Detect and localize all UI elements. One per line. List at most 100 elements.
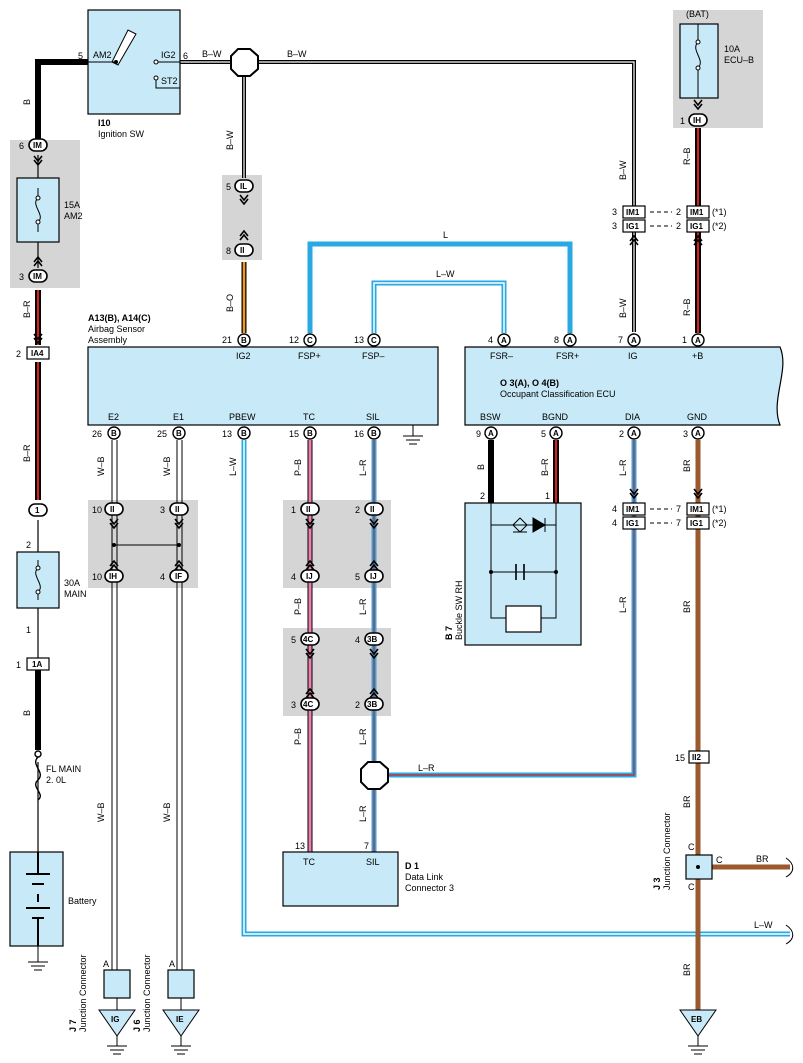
connectors-ii-ih-if: II 10 II 3 IH 10 IF 4 <box>92 502 189 583</box>
svg-text:J 7: J 7 <box>68 1019 78 1032</box>
connector-1a <box>26 657 50 671</box>
svg-text:B: B <box>111 429 117 438</box>
svg-text:MAIN: MAIN <box>64 589 87 599</box>
svg-text:A: A <box>695 336 701 345</box>
svg-text:L–R: L–R <box>358 728 368 745</box>
svg-text:BR: BR <box>756 854 769 864</box>
svg-text:W–B: W–B <box>96 456 106 476</box>
svg-text:A: A <box>631 429 637 438</box>
svg-text:B: B <box>22 99 32 105</box>
svg-text:IG2: IG2 <box>236 351 251 361</box>
svg-text:IA4: IA4 <box>31 349 44 358</box>
svg-text:2: 2 <box>676 221 681 231</box>
connector-ia4 <box>26 346 50 360</box>
svg-text:1: 1 <box>682 335 687 345</box>
svg-text:BGND: BGND <box>542 412 569 422</box>
svg-text:Connector 3: Connector 3 <box>405 883 454 893</box>
svg-text:L–R: L–R <box>618 596 628 613</box>
svg-text:IL: IL <box>240 182 247 191</box>
svg-text:7: 7 <box>676 518 681 528</box>
connectors-4c-3b: 4C 5 3B 4 4C 3 3B 2 <box>291 632 384 711</box>
svg-text:B–W: B–W <box>618 160 628 180</box>
ig-id: I10 <box>98 118 111 128</box>
ecu-top-pins: A 4 FSR– A 8 FSR+ A 7 IG A 1 +B <box>488 333 705 361</box>
wire-bsw <box>488 440 559 503</box>
svg-text:BR: BR <box>682 600 692 613</box>
svg-text:SIL: SIL <box>366 857 380 867</box>
svg-text:FSP–: FSP– <box>362 351 385 361</box>
data-link-connector: 13 7 TC SIL D 1 Data Link Connector 3 <box>282 841 454 907</box>
svg-text:2: 2 <box>619 429 624 439</box>
svg-text:13: 13 <box>354 335 364 345</box>
buckle-switch: 2 1 B 7 Buckle SW RH <box>444 491 582 646</box>
svg-text:B–R: B–R <box>540 458 550 476</box>
svg-text:II: II <box>306 505 310 514</box>
pin-6: 6 <box>19 141 24 151</box>
svg-text:26: 26 <box>92 429 102 439</box>
svg-text:B–W: B–W <box>287 49 307 59</box>
svg-text:C: C <box>307 336 313 345</box>
svg-text:IM: IM <box>33 272 42 281</box>
svg-text:Buckle SW RH: Buckle SW RH <box>454 580 464 640</box>
svg-text:C: C <box>688 882 695 892</box>
svg-text:B: B <box>22 710 32 716</box>
svg-text:GND: GND <box>687 412 708 422</box>
svg-text:ECU–B: ECU–B <box>724 55 754 65</box>
connector-ii2 <box>688 750 710 764</box>
svg-text:13: 13 <box>295 841 305 851</box>
wire-br <box>695 440 790 1010</box>
svg-text:BR: BR <box>682 963 692 976</box>
ig-name: Ignition SW <box>98 129 145 139</box>
svg-text:A: A <box>695 429 701 438</box>
svg-text:10A: 10A <box>724 44 740 54</box>
svg-text:(*2): (*2) <box>712 221 727 231</box>
svg-text:SIL: SIL <box>366 412 380 422</box>
svg-text:2. 0L: 2. 0L <box>46 775 66 785</box>
svg-text:2: 2 <box>26 540 31 550</box>
svg-text:II: II <box>240 246 244 255</box>
svg-text:IG1: IG1 <box>626 519 639 528</box>
svg-text:II: II <box>110 505 114 514</box>
svg-text:5: 5 <box>541 429 546 439</box>
svg-text:8: 8 <box>226 246 231 256</box>
airbag-bottom-pins: E2 B 26 E1 B 25 PBEW B 13 TC B 15 SIL B … <box>92 412 381 440</box>
connector-1 <box>28 503 48 517</box>
svg-text:IG1: IG1 <box>690 222 703 231</box>
svg-text:Data Link: Data Link <box>405 872 444 882</box>
svg-text:B–O: B–O <box>225 294 235 312</box>
connectors-im1-ig1-top: IM1 IG1 3 3 2 2 IM1 IG1 (*1) (*2) <box>612 205 727 246</box>
svg-text:FSP+: FSP+ <box>298 351 321 361</box>
connectors-im1-ig1-bottom: IM1 IG1 4 4 7 7 IM1 IG1 (*1) (*2) <box>612 488 727 530</box>
svg-text:II: II <box>370 505 374 514</box>
svg-text:L–W: L–W <box>228 457 238 476</box>
svg-text:B–W: B–W <box>202 49 222 59</box>
svg-text:FSR+: FSR+ <box>556 351 579 361</box>
ignition-switch: AM2 IG2 ST2 5 6 I10 Ignition SW <box>78 9 188 139</box>
svg-text:1: 1 <box>16 660 21 670</box>
svg-text:(*2): (*2) <box>712 518 727 528</box>
ig-pin-ig2: 6 <box>183 51 188 61</box>
svg-text:P–B: P–B <box>293 598 303 615</box>
ground-ie: IE <box>162 1009 200 1055</box>
svg-text:2: 2 <box>16 349 21 359</box>
connector-im-bottom <box>28 269 48 283</box>
airbag-sensor-assembly: A13(B), A14(C) Airbag Sensor Assembly B … <box>87 313 439 445</box>
svg-text:D 1: D 1 <box>405 861 419 871</box>
svg-text:B–R: B–R <box>22 300 32 318</box>
svg-text:BR: BR <box>682 459 692 472</box>
junction-connector-j6: A J 6 Junction Connector <box>132 954 195 1032</box>
svg-text:3B: 3B <box>367 635 377 644</box>
svg-text:P–B: P–B <box>293 459 303 476</box>
svg-text:B: B <box>476 464 486 470</box>
svg-text:(BAT): (BAT) <box>686 9 709 19</box>
ig-pin-am2: 5 <box>78 51 83 61</box>
svg-text:BSW: BSW <box>480 412 501 422</box>
svg-text:Junction Connector: Junction Connector <box>78 954 88 1032</box>
svg-text:IM1: IM1 <box>626 208 640 217</box>
connector-im-top <box>28 138 48 152</box>
svg-text:FL MAIN: FL MAIN <box>46 764 81 774</box>
svg-text:L–R: L–R <box>358 598 368 615</box>
svg-text:Occupant Classification ECU: Occupant Classification ECU <box>500 389 616 399</box>
svg-text:PBEW: PBEW <box>229 412 256 422</box>
wire-l-w <box>241 280 790 937</box>
